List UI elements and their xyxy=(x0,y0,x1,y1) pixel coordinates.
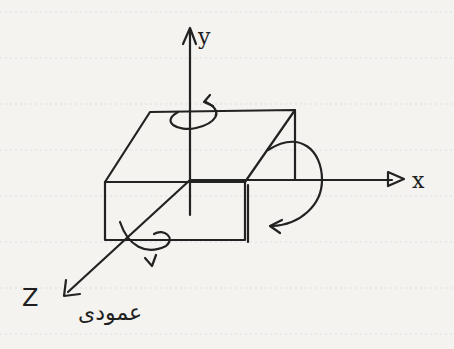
x-arrowhead xyxy=(388,172,404,186)
axis-label: y xyxy=(198,26,210,48)
rotation-arrow-z xyxy=(120,222,170,250)
rotation-stroke-x xyxy=(247,185,249,242)
rule-line xyxy=(0,196,454,197)
rule-line xyxy=(0,150,454,151)
notebook-rules xyxy=(0,12,454,334)
rotation-arrow-x xyxy=(268,142,322,226)
rotation-head-z xyxy=(145,255,156,266)
axis-label: Z xyxy=(22,286,38,310)
rule-line xyxy=(0,288,454,289)
rule-line xyxy=(0,58,454,59)
rule-line xyxy=(0,242,454,243)
rotation-head-x xyxy=(270,220,282,233)
rotation-head-y xyxy=(204,95,213,106)
z-arrowhead xyxy=(64,280,80,296)
cube-top-face xyxy=(105,110,295,182)
cube-right-edge xyxy=(294,110,296,180)
y-axis xyxy=(189,30,191,215)
note-text: عمودی xyxy=(78,302,142,324)
y-arrowhead xyxy=(183,28,196,44)
axis-label: x xyxy=(412,170,424,192)
rule-line xyxy=(0,104,454,105)
rule-line xyxy=(0,12,454,13)
x-axis xyxy=(190,179,392,181)
rotation-arrow-y xyxy=(171,102,217,129)
rule-line xyxy=(0,334,454,335)
z-axis xyxy=(68,180,190,292)
ink-drawing xyxy=(64,28,404,296)
cube-front-face xyxy=(105,182,245,240)
